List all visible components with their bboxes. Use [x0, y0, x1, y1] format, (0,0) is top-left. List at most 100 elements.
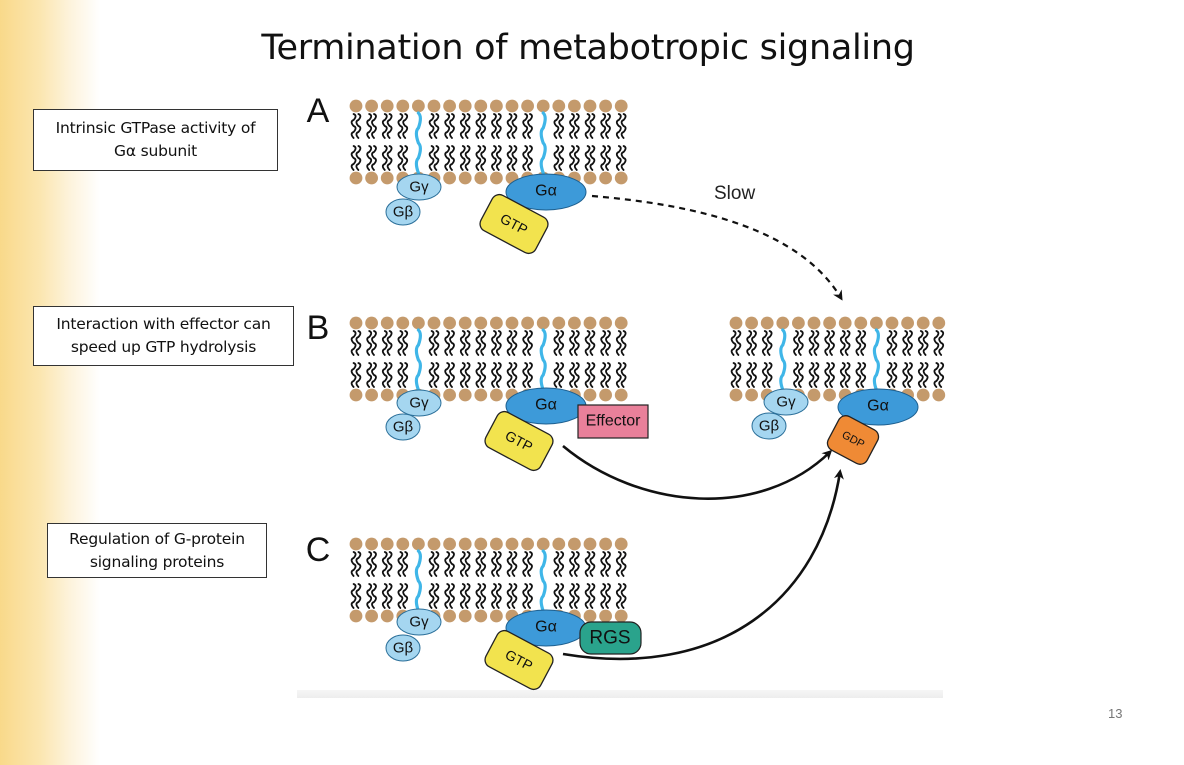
- lipid-tail: [350, 330, 357, 356]
- lipid-tail: [813, 362, 820, 388]
- lipid-tail: [449, 362, 455, 388]
- lipid-tail: [386, 583, 393, 609]
- lipid-tail: [480, 551, 487, 577]
- lipid-tail: [600, 330, 607, 356]
- lipid-tail: [558, 551, 565, 577]
- lipid-tail: [397, 330, 404, 356]
- gtp-a: GTP: [479, 193, 549, 255]
- effector-arrow: [562, 444, 833, 500]
- lipid-head: [521, 316, 534, 330]
- lipid-tail: [506, 551, 513, 577]
- lipid-head: [365, 388, 378, 402]
- lipid-tail: [573, 362, 580, 388]
- lipid-tail: [433, 583, 440, 609]
- lipid-tail: [735, 330, 742, 356]
- lipid-tail: [539, 111, 547, 175]
- lipid-tail: [350, 583, 357, 609]
- lipid-tail: [381, 583, 388, 609]
- lipid-tail: [907, 362, 913, 388]
- lipid-tail: [761, 330, 768, 356]
- lipid-tail: [761, 362, 768, 388]
- lipid-tail: [793, 362, 799, 388]
- g-beta-subunit: [385, 198, 421, 226]
- lipid-head: [443, 537, 456, 551]
- lipid-tail: [444, 330, 451, 356]
- lipid-tail: [414, 328, 422, 392]
- membrane-c: [349, 537, 628, 623]
- lipid-tail: [735, 362, 742, 388]
- lipid-tail: [860, 362, 867, 388]
- lipid-tail: [839, 362, 846, 388]
- lipid-head: [349, 388, 363, 402]
- lipid-tail: [797, 362, 804, 388]
- lipid-tail: [495, 145, 502, 171]
- lipid-tail: [511, 583, 518, 609]
- lipid-tail: [397, 362, 404, 388]
- page-number: 13: [1108, 706, 1123, 721]
- lipid-tail: [605, 551, 611, 577]
- lipid-head: [614, 537, 628, 551]
- lipid-tail: [891, 330, 898, 356]
- lipid-tail: [620, 330, 627, 356]
- panel-letter-c: C: [306, 531, 331, 569]
- lipid-head: [490, 316, 503, 330]
- lipid-head: [412, 316, 425, 330]
- panel-letter-a: A: [307, 92, 330, 130]
- lipid-tail: [464, 145, 471, 171]
- lipid-tail: [558, 330, 565, 356]
- lipid-head: [885, 316, 899, 330]
- lipid-tail: [444, 145, 451, 171]
- lipid-head: [474, 316, 488, 330]
- lipid-tail: [600, 362, 607, 388]
- g-gamma-label: Gγ: [409, 179, 429, 196]
- g-alpha-label: Gα: [535, 397, 557, 414]
- lipid-tail: [371, 145, 377, 171]
- lipid-tail: [605, 145, 611, 171]
- lipid-head: [490, 171, 503, 185]
- membrane-a: [349, 99, 628, 185]
- lipid-tail: [444, 551, 451, 577]
- lipid-tail: [464, 583, 471, 609]
- lipid-tail: [480, 362, 487, 388]
- lipid-tail: [366, 583, 373, 609]
- lipid-tail: [922, 362, 929, 388]
- label-c-line-1: Regulation of G-protein: [69, 529, 245, 548]
- lipid-head: [380, 171, 394, 185]
- lipid-tail: [730, 362, 737, 388]
- lipid-tail: [402, 551, 409, 577]
- g-gamma-label: Gγ: [776, 394, 796, 411]
- diagram-bottom-shade: [297, 690, 943, 698]
- lipid-tail: [824, 330, 831, 356]
- lipid-tail: [511, 330, 518, 356]
- lipid-tail: [584, 145, 591, 171]
- lipid-head: [838, 316, 852, 330]
- lipid-tail: [522, 145, 529, 171]
- lipid-head: [458, 388, 472, 402]
- lipid-head: [396, 99, 410, 113]
- lipid-tail: [584, 583, 591, 609]
- lipid-tail: [573, 145, 580, 171]
- lipid-tail: [808, 330, 815, 356]
- g-gamma-label: Gγ: [409, 395, 429, 412]
- lipid-tail: [366, 330, 373, 356]
- lipid-tail: [813, 330, 820, 356]
- lipid-tail: [573, 113, 580, 139]
- lipid-head: [380, 316, 394, 330]
- lipid-tail: [600, 145, 607, 171]
- lipid-tail: [381, 330, 388, 356]
- effector-label: Effector: [586, 413, 642, 430]
- lipid-tail: [491, 551, 497, 577]
- lipid-tail: [917, 330, 924, 356]
- lipid-tail: [589, 551, 596, 577]
- g-beta-subunit: [751, 412, 787, 440]
- lipid-head: [583, 609, 597, 623]
- lipid-tail: [600, 551, 607, 577]
- label-rgs-regulation: Regulation of G-protein signaling protei…: [47, 523, 267, 578]
- lipid-tail: [366, 551, 373, 577]
- lipid-tail: [855, 330, 862, 356]
- lipid-head: [474, 609, 488, 623]
- lipid-head: [412, 537, 425, 551]
- lipid-tail: [386, 362, 393, 388]
- lipid-tail: [522, 330, 529, 356]
